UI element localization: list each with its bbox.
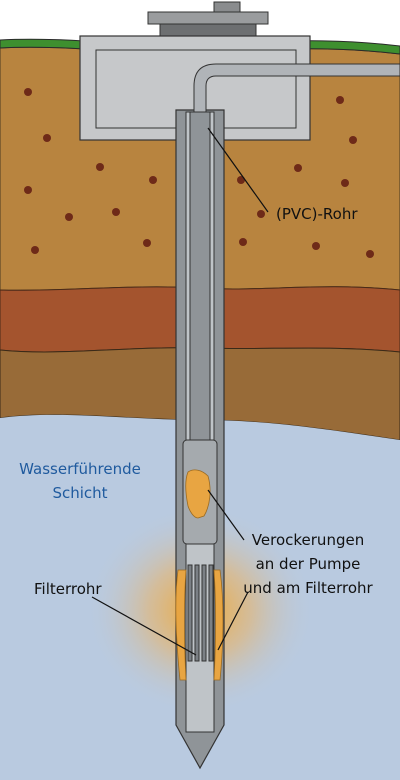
leader-pvc — [207, 127, 269, 213]
soil-stones — [24, 88, 374, 258]
label-filter-pipe: Filterrohr — [34, 580, 102, 598]
label-pvc-pipe: (PVC)-Rohr — [276, 205, 358, 223]
leader-ochre-pump — [207, 489, 245, 541]
well-cover-lid — [147, 11, 269, 25]
label-ochre-3: und am Filterrohr — [243, 579, 373, 597]
label-aquifer-2: Schicht — [52, 484, 107, 502]
leader-filterrohr — [91, 596, 197, 656]
pump-ochre-deposit — [185, 469, 211, 519]
pvc-pipe-bend — [193, 63, 400, 113]
label-ochre-2: an der Pumpe — [256, 555, 361, 573]
filter-ochre-right — [213, 569, 224, 681]
filter-ochre-left — [175, 569, 187, 681]
well-cover-knob — [213, 1, 241, 13]
label-aquifer-1: Wasserführende — [19, 460, 141, 478]
filter-slots — [187, 564, 214, 662]
leader-ochre-filter — [217, 591, 249, 651]
label-ochre-1: Verockerungen — [252, 531, 364, 549]
